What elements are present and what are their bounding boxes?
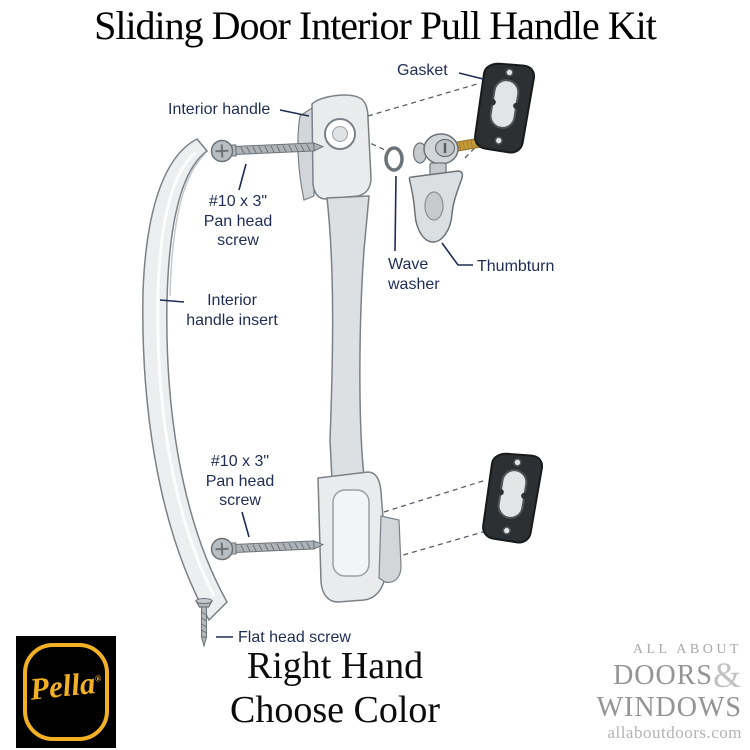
- site-logo-line-doors: DOORS&: [552, 657, 742, 694]
- site-logo-ampersand: &: [712, 655, 742, 696]
- gasket-top-part: [471, 58, 537, 156]
- interior-handle-insert-part: [142, 138, 228, 622]
- wave-washer-part: [384, 146, 404, 172]
- label-gasket: Gasket: [397, 62, 448, 79]
- thumbturn-part: [408, 162, 464, 243]
- gasket-bottom-part: [479, 448, 545, 546]
- registered-mark: ®: [94, 672, 102, 684]
- label-flat-head-screw: Flat head screw: [238, 629, 351, 646]
- pella-logo-ring: [23, 643, 109, 741]
- label-pan-head-screw-bottom: #10 x 3" Pan head screw: [205, 453, 275, 510]
- interior-handle-part: [297, 94, 402, 603]
- site-logo: ALL ABOUT DOORS& WINDOWS allaboutdoors.c…: [552, 642, 742, 743]
- site-logo-line-allabout: ALL ABOUT: [632, 642, 742, 657]
- label-wave-washer: Wave washer: [388, 256, 440, 293]
- flat-head-screw-part: [194, 598, 214, 648]
- pella-logo-text: Pella: [28, 665, 97, 707]
- label-leader-lines: [159, 72, 484, 638]
- label-pan-head-screw-top: #10 x 3" Pan head screw: [203, 193, 273, 250]
- label-interior-handle: Interior handle: [168, 101, 271, 118]
- pan-head-screw-bottom-part: [210, 533, 325, 561]
- page-title: Sliding Door Interior Pull Handle Kit: [94, 3, 657, 48]
- color-option-text: Choose Color: [229, 689, 441, 731]
- site-logo-domain: allaboutdoors.com: [607, 722, 742, 742]
- pella-logo: Pella®: [16, 636, 116, 748]
- site-logo-line-windows: WINDOWS: [596, 692, 742, 724]
- label-interior-handle-insert: Interior handle insert: [186, 292, 278, 329]
- label-thumbturn: Thumbturn: [477, 258, 555, 275]
- site-logo-doors-text: DOORS: [613, 660, 713, 692]
- hand-option-text: Right Hand: [246, 645, 424, 687]
